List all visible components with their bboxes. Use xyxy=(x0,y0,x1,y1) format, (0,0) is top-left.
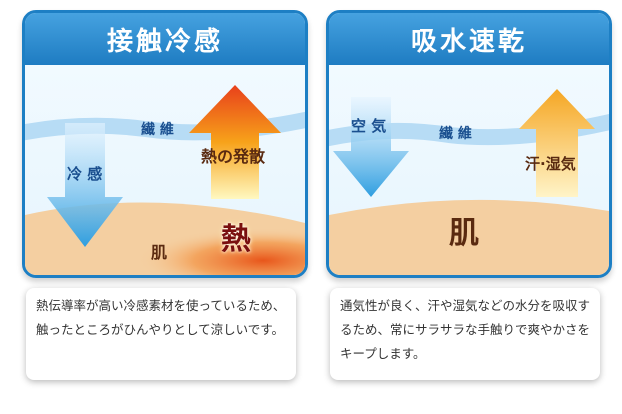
cool-arrow-icon xyxy=(47,123,123,247)
air-arrow-icon xyxy=(333,97,409,197)
contact-cooling-description: 熱伝導率が高い冷感素材を使っているため、触ったところがひんやりとして涼しいです。 xyxy=(26,288,296,380)
panel-title: 吸水速乾 xyxy=(329,13,609,65)
heat-release-label: 熱の発散 xyxy=(201,147,266,166)
skin-label: 肌 xyxy=(151,243,168,262)
contact-cooling-illustration: 繊 維 冷 感 熱の発散 肌 熱 xyxy=(25,65,305,275)
skin-label: 肌 xyxy=(449,216,479,251)
absorb-quick-dry-panel: 吸水速乾 空 気 繊 維 汗·湿気 肌 xyxy=(326,10,612,278)
sweat-label: 汗·湿気 xyxy=(525,155,576,173)
absorb-quick-dry-illustration: 空 気 繊 維 汗·湿気 肌 xyxy=(329,65,609,275)
heat-label: 熱 xyxy=(221,222,251,257)
contact-cooling-panel: 接触冷感 xyxy=(22,10,308,278)
fiber-label: 繊 維 xyxy=(439,126,472,142)
skin-layer xyxy=(329,199,609,275)
air-label: 空 気 xyxy=(351,117,387,135)
absorb-quick-dry-description: 通気性が良く、汗や湿気などの水分を吸収するため、常にサラサラな手触りで爽やかさを… xyxy=(330,288,600,380)
cool-label: 冷 感 xyxy=(67,165,103,183)
fiber-label: 繊 維 xyxy=(141,122,174,138)
heat-release-arrow-icon xyxy=(189,85,281,199)
sweat-arrow-icon xyxy=(519,89,595,197)
panel-title: 接触冷感 xyxy=(25,13,305,65)
